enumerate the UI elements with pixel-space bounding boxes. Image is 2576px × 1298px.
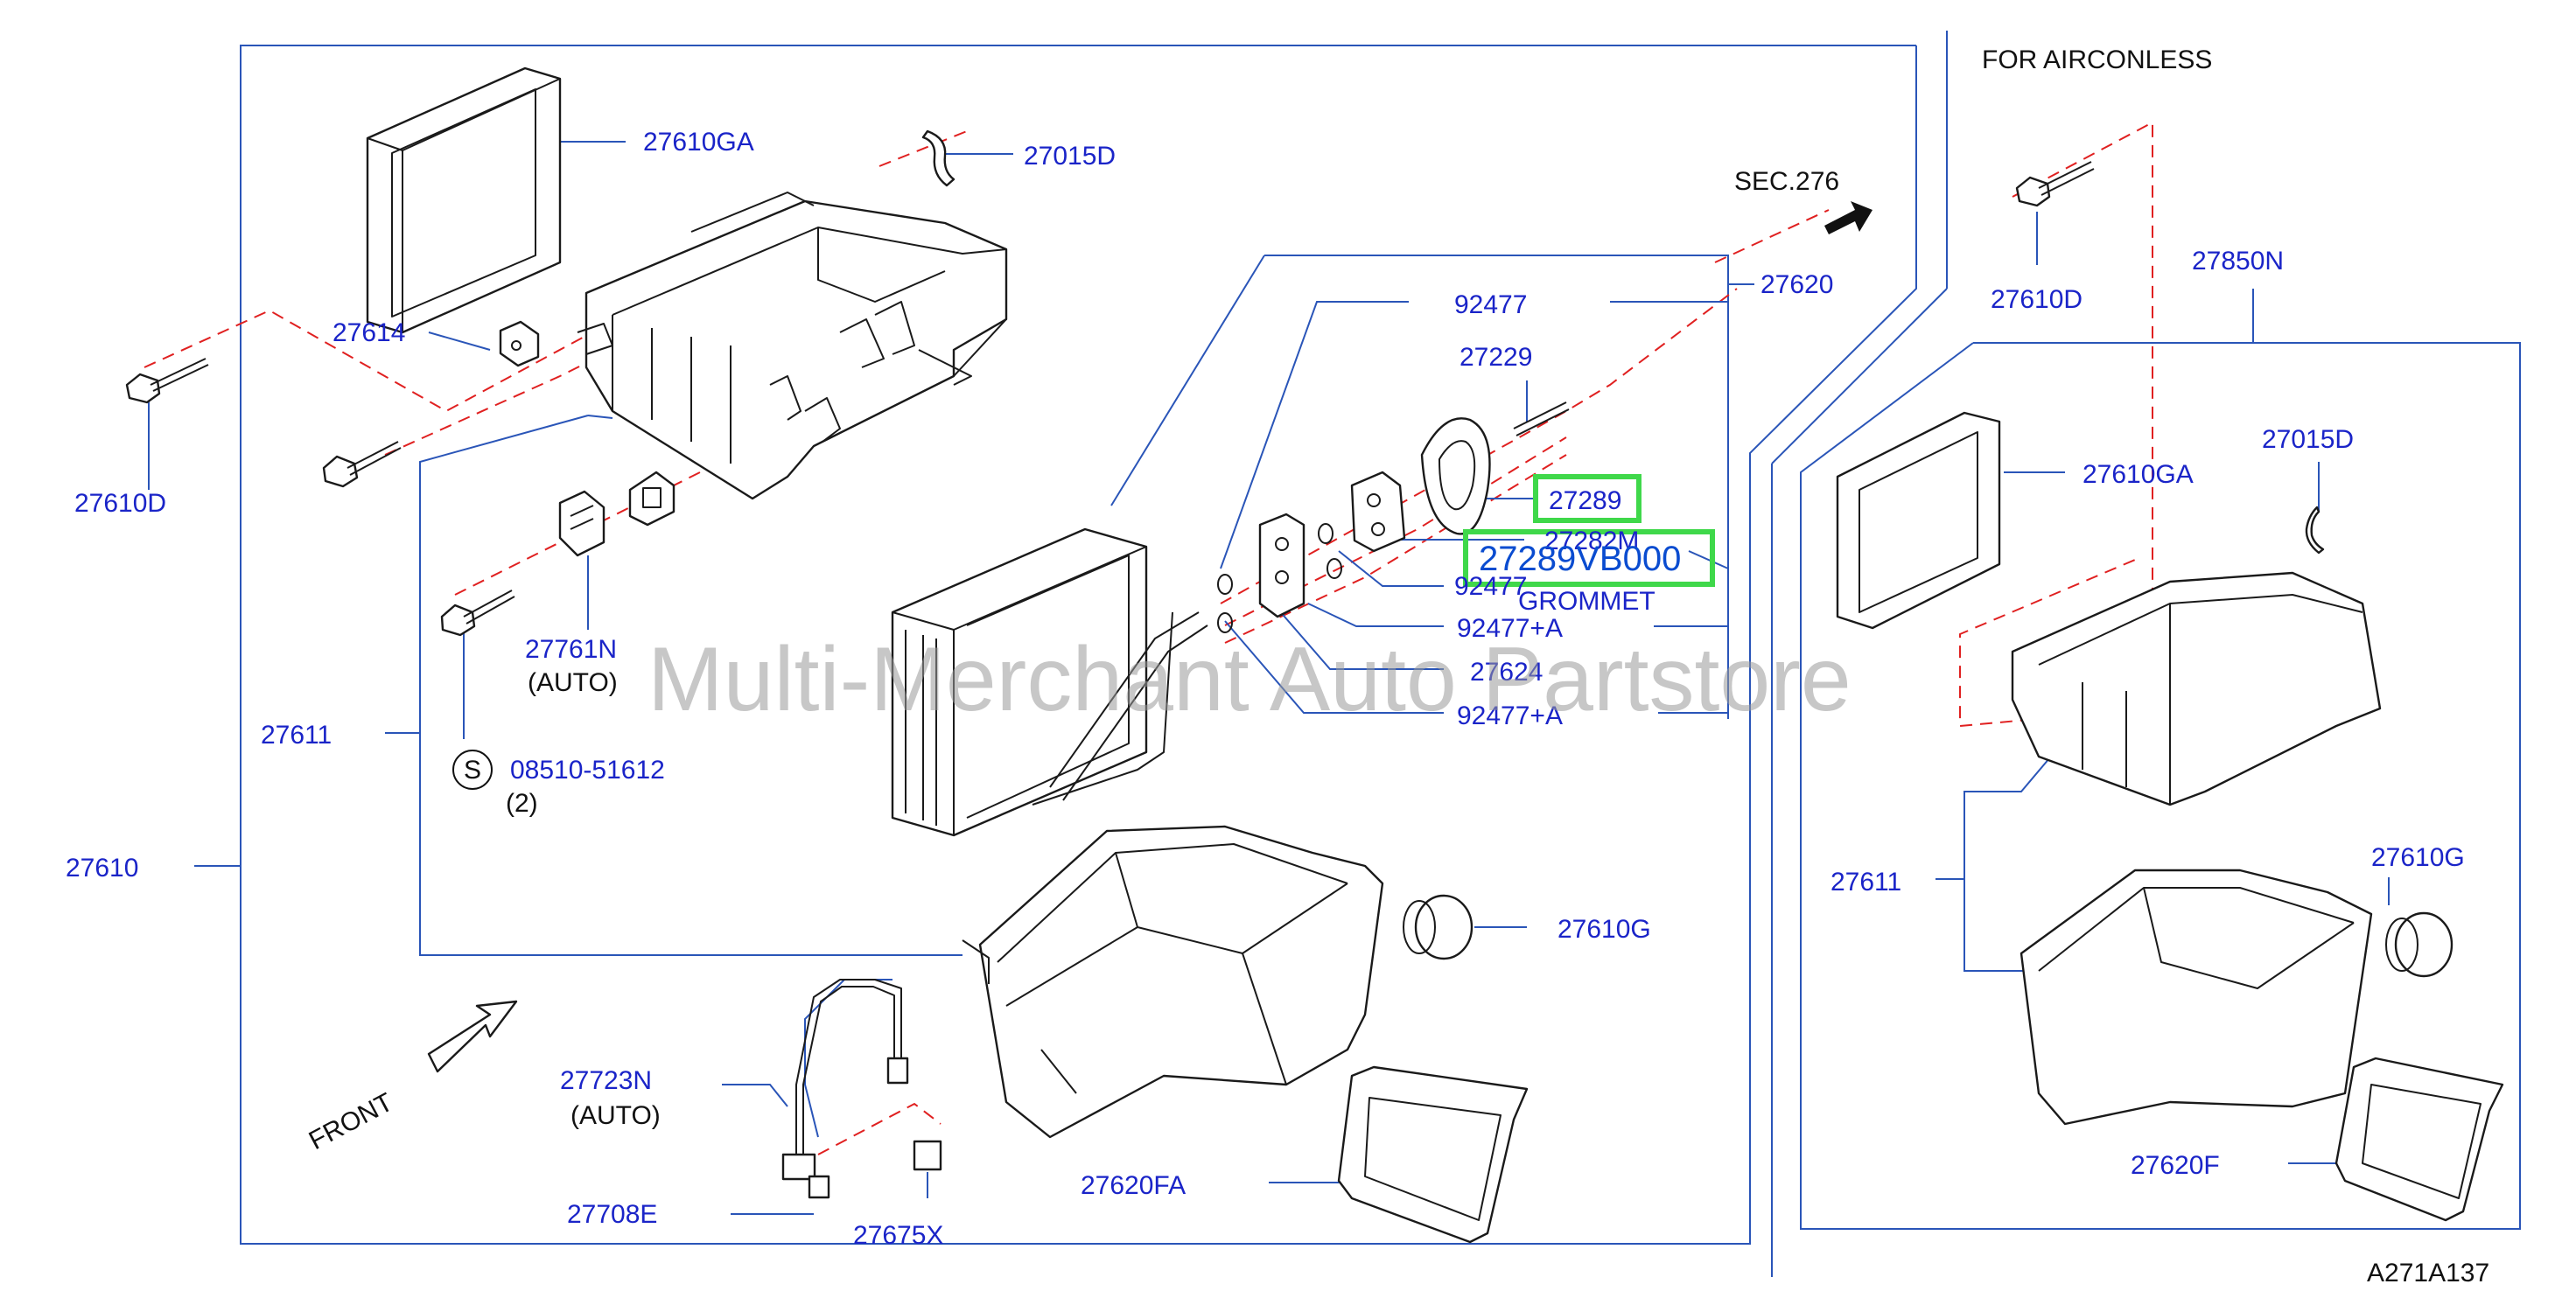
- right-label-27610d[interactable]: 27610D: [1991, 285, 2082, 314]
- part-drawings-right: [1836, 161, 2504, 1222]
- label-27610[interactable]: 27610: [66, 854, 138, 883]
- right-label-27610ga[interactable]: 27610GA: [2082, 460, 2194, 489]
- block-27282m-drawing: [1350, 471, 1406, 553]
- screw-lower-left-drawing: [322, 441, 402, 488]
- label-27282m[interactable]: 27282M: [1544, 527, 1639, 555]
- right-mount-drawing: [2385, 911, 2454, 978]
- clip-27614-drawing: [499, 320, 540, 367]
- diagram-frames: [240, 31, 2521, 1277]
- label-27289vb000[interactable]: 27289VB000: [1479, 540, 1681, 578]
- right-label-27015d[interactable]: 27015D: [2262, 425, 2354, 454]
- label-92477-top[interactable]: 92477: [1454, 290, 1527, 319]
- label-27620[interactable]: 27620: [1760, 270, 1833, 299]
- label-27229[interactable]: 27229: [1460, 343, 1532, 372]
- sec276-arrow: [1824, 201, 1872, 234]
- diagram-code: A271A137: [2367, 1259, 2489, 1288]
- labels-left: 27610GA 27015D 27614 27610D 27620 92477 …: [66, 128, 1833, 1250]
- right-clip-drawing: [2305, 506, 2325, 555]
- label-27708e[interactable]: 27708E: [567, 1200, 657, 1229]
- s-symbol-circle: [452, 750, 493, 790]
- screw-08510-drawing: [440, 590, 515, 637]
- seal-27620fa-drawing: [1337, 1065, 1529, 1244]
- highlight-27289: [1533, 474, 1642, 523]
- right-seal-drawing: [2334, 1057, 2504, 1222]
- screw-27610d-drawing: [125, 358, 209, 404]
- o-ring-drawing: [1318, 523, 1334, 544]
- mount-27610g-drawing: [1403, 894, 1474, 960]
- right-label-27610g[interactable]: 27610G: [2371, 843, 2465, 872]
- label-qty-2: (2): [506, 789, 538, 818]
- filter-27610ga-drawing: [366, 66, 562, 334]
- label-27610ga[interactable]: 27610GA: [643, 128, 754, 157]
- label-08510-51612[interactable]: 08510-51612: [510, 756, 665, 785]
- label-grommet: GROMMET: [1518, 587, 1656, 616]
- label-aircon-less: FOR AIRCONLESS: [1982, 45, 2212, 74]
- label-auto-1: (AUTO): [528, 668, 618, 697]
- aircon-less-frame: [1800, 342, 2521, 1230]
- right-lower-case-drawing: [2020, 869, 2373, 1126]
- label-92477a-1[interactable]: 92477+A: [1457, 614, 1563, 643]
- right-case-drawing: [2011, 571, 2382, 806]
- evaporator-sub-frame: [1264, 255, 1729, 719]
- case-bracket-frame: [419, 415, 962, 956]
- main-assembly-frame: [240, 45, 1917, 1245]
- bolt-27229-drawing: [1513, 401, 1570, 436]
- front-arrow: [427, 1000, 518, 1073]
- highlight-27289vb000: [1463, 529, 1715, 587]
- part-drawings-left: [125, 66, 1872, 1244]
- label-27624[interactable]: 27624: [1470, 658, 1543, 687]
- label-92477a-2[interactable]: 92477+A: [1457, 701, 1563, 730]
- label-27610d[interactable]: 27610D: [74, 489, 166, 518]
- label-27723n[interactable]: 27723N: [560, 1066, 652, 1095]
- lower-case-drawing: [962, 825, 1384, 1139]
- expansion-valve-drawing: [1258, 513, 1306, 618]
- right-filter-drawing: [1836, 411, 2001, 630]
- label-27015d[interactable]: 27015D: [1024, 142, 1116, 171]
- label-27614[interactable]: 27614: [332, 318, 405, 347]
- watermark: Multi-Merchant Auto Partstore: [648, 629, 1852, 730]
- label-27675x[interactable]: 27675X: [853, 1221, 943, 1250]
- right-case-bracket: [1964, 751, 2055, 972]
- label-s-symbol: S: [464, 756, 481, 785]
- label-27289[interactable]: 27289: [1549, 486, 1621, 515]
- label-front: FRONT: [304, 1088, 398, 1156]
- upper-case-drawing: [577, 192, 1008, 500]
- label-27761n[interactable]: 27761N: [525, 635, 617, 664]
- resistor-27761n-drawing: [558, 490, 606, 557]
- right-screw-27610d-drawing: [2015, 161, 2095, 207]
- right-label-27850n[interactable]: 27850N: [2192, 247, 2284, 276]
- clip-27015d-drawing: [921, 129, 956, 187]
- grommet-27289-drawing: [1420, 417, 1491, 535]
- right-label-27620f[interactable]: 27620F: [2131, 1151, 2220, 1180]
- label-auto-2: (AUTO): [570, 1101, 661, 1130]
- right-label-27611[interactable]: 27611: [1830, 868, 1901, 897]
- label-27610g[interactable]: 27610G: [1558, 915, 1651, 944]
- evaporator-frame-leader: [1110, 255, 1265, 506]
- label-92477-mid[interactable]: 92477: [1454, 572, 1527, 601]
- label-27620fa[interactable]: 27620FA: [1081, 1171, 1186, 1200]
- labels-right: FOR AIRCONLESS SEC.276 27610D 27850N 276…: [1734, 45, 2489, 1288]
- gasket-drawing: [628, 471, 676, 527]
- evaporator-core-drawing: [891, 527, 1208, 837]
- label-27611[interactable]: 27611: [261, 721, 332, 750]
- label-sec-276[interactable]: SEC.276: [1734, 167, 1839, 196]
- sensor-27723n-drawing: [781, 979, 942, 1199]
